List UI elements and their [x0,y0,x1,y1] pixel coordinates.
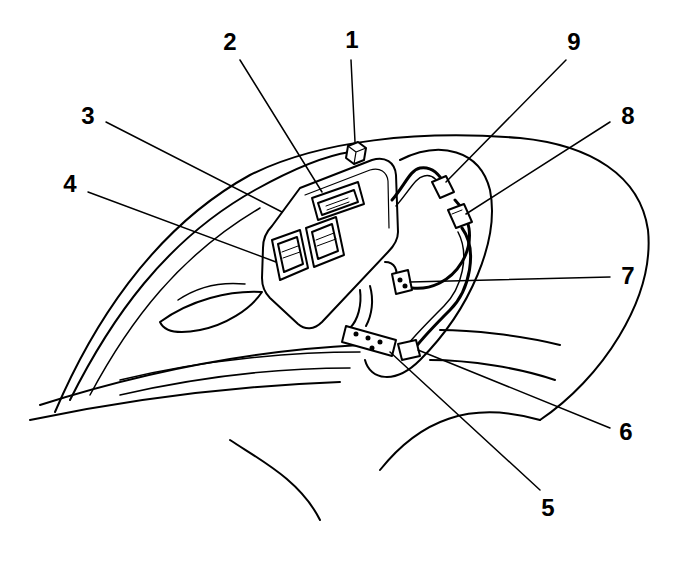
trim-edge [90,208,260,395]
armrest-line [380,412,540,470]
wire-harness [350,290,361,328]
connector-pin [355,333,358,336]
leader-line [446,60,566,182]
switch-ridges [282,246,300,258]
lock-knob [348,146,366,164]
callout-number: 2 [223,30,236,54]
window-switch [312,224,338,259]
callout-number: 5 [541,496,554,520]
leader-line [88,192,276,262]
door-trim-outline [55,135,649,420]
callout-number: 7 [621,264,634,288]
wire-harness [366,286,372,326]
leader-line [106,122,282,212]
connector [392,270,412,294]
leader-line [390,352,540,490]
callout-number: 4 [63,172,76,196]
lock-knob [346,142,366,164]
window-switch [278,237,303,272]
pull-cup [178,283,245,300]
bezel-edge [305,169,389,228]
switch-ridges [316,233,336,246]
connector [448,204,472,228]
connector [398,340,420,360]
switch-bezel [262,159,398,329]
connector-pin [399,279,402,282]
callout-number: 3 [81,104,94,128]
armrest-line [120,368,350,395]
connector-pin [404,285,407,288]
connector [452,210,462,214]
leader-line [418,350,610,428]
connector-pin [367,337,370,340]
armrest-line [120,352,360,380]
mirror-switch [318,190,358,215]
leader-lines [88,60,610,490]
wire-harness [408,232,464,344]
connector [342,326,396,356]
switch-ridges [326,198,349,210]
callout-number: 8 [621,104,634,128]
leader-line [351,60,355,142]
leader-line [466,122,610,214]
leader-line [240,60,322,192]
callout-number: 9 [567,30,580,54]
window-switch [306,217,344,267]
leader-line [410,277,610,282]
armrest-line [230,440,320,520]
connector-pin [371,347,374,350]
pull-cup [160,292,262,332]
armrest-line [40,345,360,405]
armrest-line [440,330,560,345]
armrest-line [30,382,340,420]
window-switch [272,230,308,280]
callout-number: 6 [619,420,632,444]
connector [432,176,454,198]
callout-number: 1 [345,28,358,52]
connector-pin [379,341,382,344]
